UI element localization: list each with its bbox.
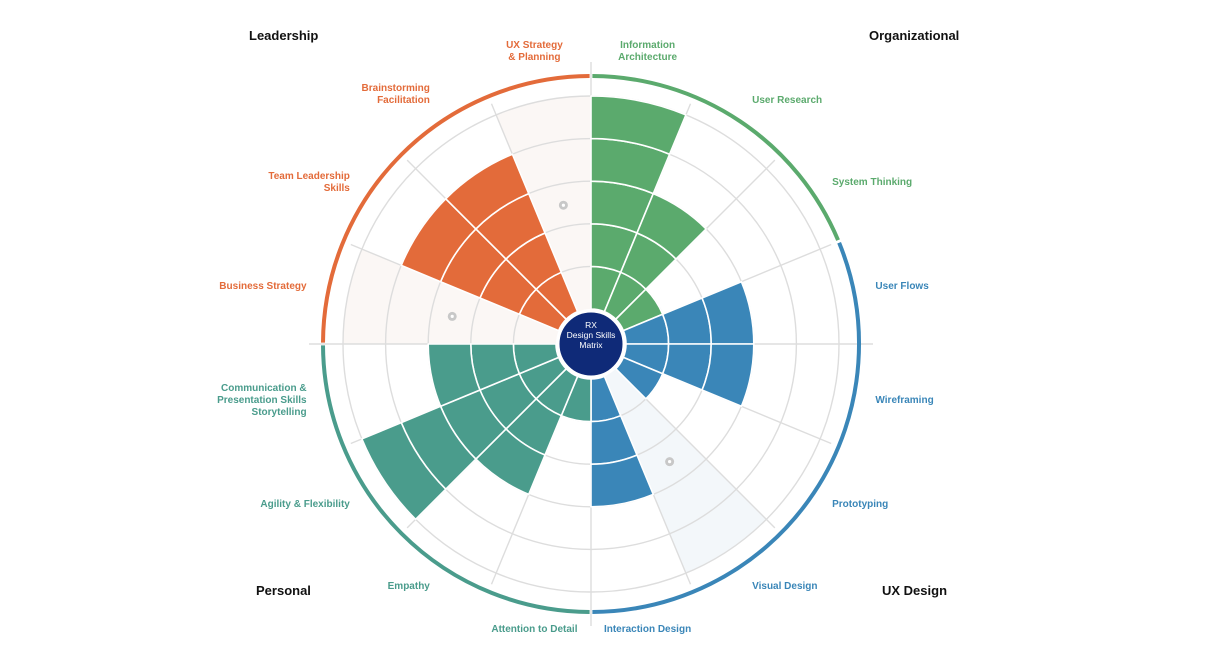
skill-label-line: Wireframing (875, 394, 934, 406)
skill-level-cell (590, 95, 687, 156)
skill-label-line: Empathy (387, 581, 430, 593)
skill-level-cell (361, 421, 447, 521)
skill-label-line: Prototyping (832, 499, 889, 511)
skill-label-line: Skills (323, 182, 350, 194)
skill-label: Visual Design (752, 581, 817, 593)
skill-label-line: Business Strategy (219, 281, 307, 293)
center-title-line: RX (585, 320, 597, 330)
skill-label-line: & Planning (508, 51, 561, 63)
skill-label-line: Brainstorming (361, 82, 430, 94)
skill-label-line: Facilitation (377, 94, 430, 106)
skill-level-cell (444, 153, 530, 230)
quadrant-label-organizational: Organizational (869, 28, 960, 43)
skill-label-line: Architecture (618, 51, 678, 63)
skill-label-line: System Thinking (832, 176, 913, 188)
skill-label-line: Interaction Design (603, 624, 692, 636)
skill-label-line: User Research (752, 94, 823, 106)
empty-sector-layer (343, 96, 767, 574)
skill-label: System Thinking (832, 177, 912, 189)
skill-label: Prototyping (832, 499, 888, 511)
skill-label: User Flows (875, 281, 928, 293)
skill-label-line: Communication & (221, 382, 307, 394)
center-title-line: Matrix (579, 340, 603, 350)
skill-label-line: Information (620, 39, 676, 51)
center-circle (556, 309, 626, 379)
skill-label: Wireframing (875, 395, 933, 407)
group-arc-organizational (592, 74, 840, 241)
empty-sector (343, 249, 559, 344)
empty-marker-dot (561, 203, 565, 207)
group-arc-leadership (321, 74, 590, 343)
sector-layer (361, 95, 755, 521)
skill-label-line: Storytelling (251, 406, 307, 418)
center-title: RX Design Skills Matrix (551, 320, 631, 350)
group-arc-uxdesign (592, 241, 861, 614)
skill-label-line: Visual Design (752, 581, 818, 593)
empty-marker-dot (450, 314, 454, 318)
group-arc-personal (321, 345, 590, 614)
skill-label: Attention to Detail (491, 624, 577, 636)
skill-label-line: UX Strategy (506, 39, 563, 51)
skill-label: Business Strategy (219, 281, 306, 293)
skill-label-line: User Flows (875, 281, 929, 293)
skill-label: Agility & Flexibility (260, 499, 349, 511)
empty-sector (496, 96, 591, 312)
marker-layer (447, 200, 675, 467)
quadrant-label-personal: Personal (256, 583, 311, 598)
skill-label: UX Strategy& Planning (506, 40, 563, 64)
quadrant-label-leadership: Leadership (249, 28, 319, 43)
outer-ring-layer (321, 74, 861, 614)
skill-label: Empathy (388, 581, 430, 593)
empty-marker-dot (668, 460, 672, 464)
skill-label: Interaction Design (604, 624, 691, 636)
skill-label-line: Agility & Flexibility (260, 499, 350, 511)
empty-sector (604, 368, 767, 574)
quadrant-label-uxdesign: UX Design (882, 583, 948, 598)
skill-level-cell (636, 192, 707, 260)
skill-label-line: Team Leadership (268, 170, 350, 182)
center-title-line: Design Skills (566, 330, 616, 340)
skill-level-cell (590, 454, 655, 508)
skill-label-line: Attention to Detail (491, 624, 578, 636)
skill-label: User Research (752, 95, 822, 107)
skill-level-cell (614, 356, 664, 400)
skill-level-cell (701, 343, 755, 408)
skill-level-cell (427, 343, 481, 408)
skill-label-line: Presentation Skills (217, 394, 307, 406)
